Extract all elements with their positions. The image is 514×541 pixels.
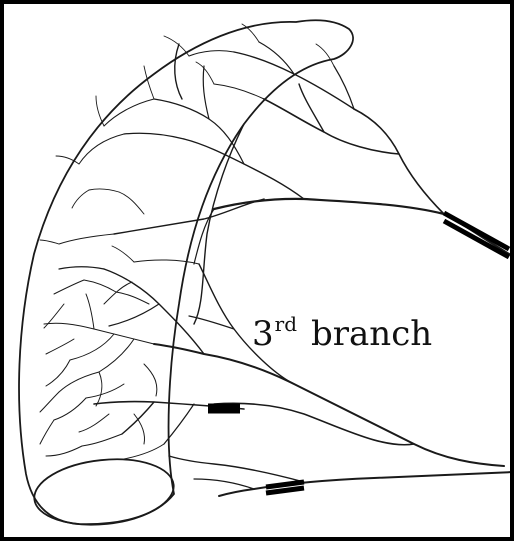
organ-vessel-drawing bbox=[4, 4, 514, 541]
branch-label-number: 3 bbox=[252, 314, 274, 354]
branch-label-superscript: rd bbox=[275, 312, 297, 336]
branch-network bbox=[40, 280, 164, 459]
organ-outline bbox=[19, 20, 353, 524]
lower-trunk bbox=[219, 472, 514, 496]
cut-end bbox=[31, 453, 177, 531]
branch-label: 3rd branch bbox=[252, 314, 432, 351]
branch-label-word: branch bbox=[311, 314, 432, 354]
